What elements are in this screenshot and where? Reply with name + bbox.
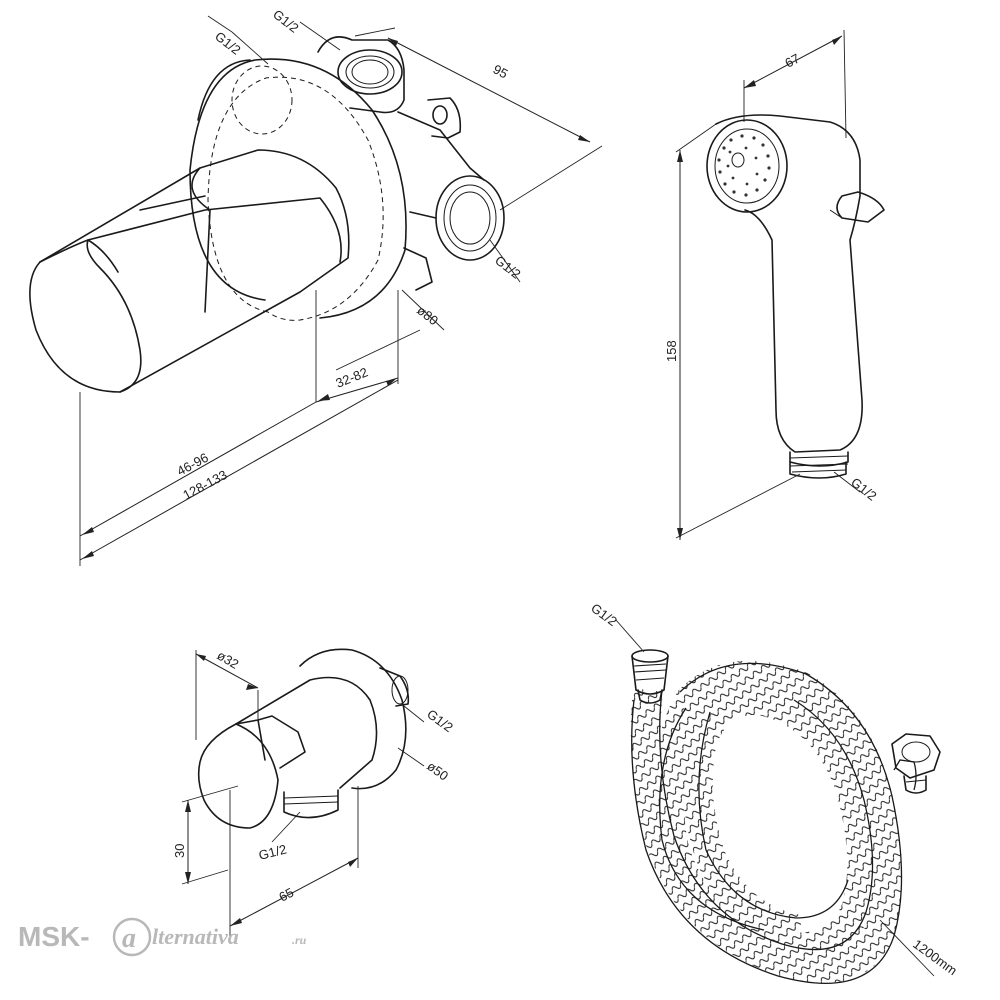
label-mixer-length: 95 — [491, 61, 511, 81]
wall-outlet-body — [197, 648, 410, 829]
hose-fitting-top — [631, 649, 669, 704]
leader-line — [489, 239, 521, 283]
arrowhead — [348, 858, 358, 867]
ext-line — [354, 27, 396, 37]
hand-shower-dimensions: 67 158 G1/2 — [664, 29, 880, 540]
label-shower-width: 67 — [782, 51, 802, 71]
arrowhead — [832, 36, 842, 45]
hand-shower-view: 67 158 G1/2 — [664, 29, 885, 540]
label-mixer-outlet-thread: G1/2 — [492, 253, 523, 282]
dim-line-32-82 — [315, 377, 399, 403]
arrowhead — [388, 38, 398, 46]
dim-line-67 — [743, 35, 843, 89]
label-outlet-height: 30 — [172, 844, 187, 858]
leader-line — [271, 811, 301, 843]
label-hose-length: 1200mm — [910, 936, 960, 978]
watermark-prefix: MSK- — [18, 921, 90, 952]
arrowhead — [578, 135, 590, 142]
leader-line — [833, 471, 861, 493]
leader-line — [879, 919, 935, 977]
arrowhead — [196, 654, 206, 661]
label-shower-thread: G1/2 — [848, 475, 879, 504]
mixer-wall-plate — [189, 58, 407, 321]
wall-outlet-view: ø32 G1/2 ø50 30 G1/2 65 — [172, 648, 456, 936]
dim-line-65 — [229, 857, 359, 927]
ext-line — [181, 869, 229, 885]
arrowhead — [230, 918, 242, 926]
ext-line — [843, 29, 847, 139]
leader-line — [403, 705, 425, 723]
ext-line — [675, 123, 717, 153]
label-mixer-plate-diameter: ø80 — [414, 303, 441, 329]
arrowhead — [677, 528, 683, 540]
arrowhead — [82, 527, 94, 535]
arrowhead — [386, 379, 396, 386]
ext-line — [181, 785, 239, 803]
dim-line-d32 — [195, 653, 259, 689]
leader-line — [615, 619, 645, 653]
arrowhead — [246, 684, 258, 690]
arrowhead — [82, 551, 94, 559]
label-outlet-inlet-thread: G1/2 — [424, 706, 456, 735]
watermark-at-ring — [112, 917, 152, 957]
mixer-view: G1/2 G1/2 95 G1/2 ø80 32-82 46-96 128-13… — [29, 7, 603, 566]
label-mixer-thread-left: G1/2 — [212, 29, 243, 58]
hose-view: G1/2 1200mm — [588, 600, 960, 984]
label-outlet-thread: G1/2 — [257, 842, 288, 863]
leader-line — [207, 15, 233, 33]
label-outlet-depth: 65 — [276, 885, 296, 905]
hand-shower-body — [706, 114, 885, 479]
arrowhead — [744, 80, 756, 88]
watermark-glyph: a — [122, 923, 136, 954]
ext-line — [499, 145, 603, 211]
mixer-handle — [29, 149, 350, 393]
arrowhead — [318, 394, 330, 401]
label-shower-length: 158 — [664, 340, 679, 362]
dim-line-128-133 — [79, 379, 399, 561]
label-holder-diameter: ø32 — [215, 648, 242, 672]
dim-line-95 — [387, 37, 591, 143]
hose-fitting-nut — [891, 733, 941, 794]
mixer-dimensions: G1/2 G1/2 95 G1/2 ø80 32-82 46-96 128-13… — [79, 7, 603, 566]
ext-line — [675, 473, 801, 539]
hose-coil — [630, 660, 917, 984]
arrowhead — [185, 872, 191, 884]
leader-line — [299, 21, 341, 51]
mixer-body — [317, 36, 505, 291]
watermark-logo: MSK- a lternativa .ru — [18, 917, 307, 957]
spray-face — [706, 119, 788, 213]
spray-nozzles — [717, 134, 771, 197]
arrowhead — [677, 150, 683, 162]
watermark-suffix: lternativa — [152, 924, 239, 949]
label-mixer-thread-right: G1/2 — [270, 7, 301, 36]
dim-line-46-96 — [79, 401, 317, 537]
watermark-domain: .ru — [292, 933, 307, 947]
leader-line — [231, 31, 269, 65]
arrowhead — [185, 800, 191, 812]
label-outlet-plate-diameter: ø50 — [424, 758, 451, 783]
label-mixer-handle-range: 46-96 — [174, 450, 210, 479]
leader-line — [401, 289, 445, 331]
wall-outlet-dimensions: ø32 G1/2 ø50 30 G1/2 65 — [172, 648, 456, 936]
leader-line — [397, 747, 425, 767]
label-hose-thread: G1/2 — [588, 600, 620, 629]
ext-line — [335, 329, 421, 371]
